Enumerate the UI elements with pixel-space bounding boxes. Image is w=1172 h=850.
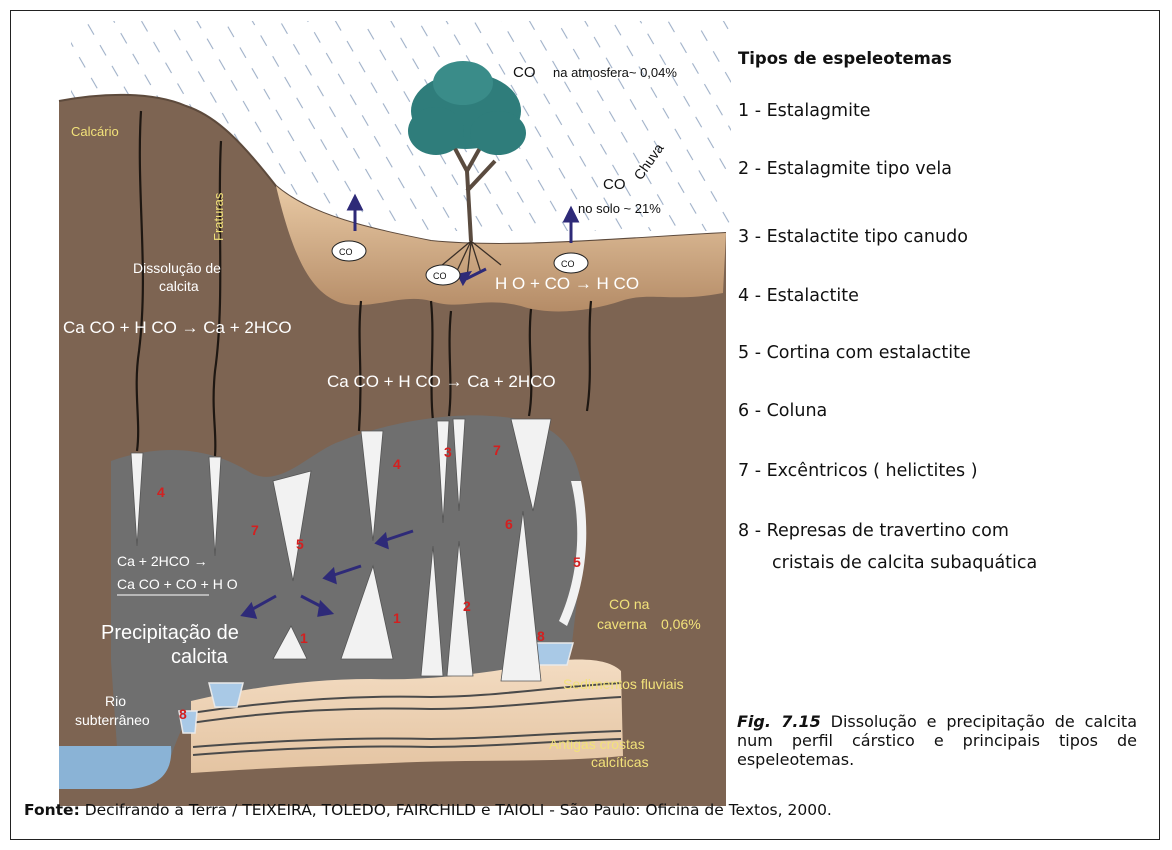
legend-item-8: 8 - Represas de travertino com xyxy=(738,519,1009,543)
legend-item-2: 2 - Estalagmite tipo vela xyxy=(738,157,952,181)
legend-item-4: 4 - Estalactite xyxy=(738,284,859,308)
precipitacao-label-2: calcita xyxy=(171,646,229,668)
legend-item-8-continuation: cristais de calcita subaquática xyxy=(772,553,1037,573)
co2-atmosphere-rest: na atmosfera~ 0,04% xyxy=(553,65,677,80)
dissolucao-label-2: calcita xyxy=(159,278,199,294)
co2-soil-rest: no solo ~ 21% xyxy=(578,201,661,216)
co2-bubble-2: CO xyxy=(433,271,447,281)
marker-2: 2 xyxy=(463,598,471,614)
marker-3: 3 xyxy=(444,444,452,460)
marker-8b: 8 xyxy=(537,628,545,644)
co2-soil-label: CO xyxy=(603,176,626,193)
dissolucao-label-1: Dissolução de xyxy=(133,260,221,276)
precipitation-equation-1: Ca + 2HCO → xyxy=(117,553,208,569)
precipitacao-label-1: Precipitação de xyxy=(101,622,239,644)
marker-7b: 7 xyxy=(493,442,501,458)
source-text: Decifrando a Terra / TEIXEIRA, TOLEDO, F… xyxy=(85,801,832,819)
legend-item-3: 3 - Estalactite tipo canudo xyxy=(738,225,968,249)
dissolution-equation-mid: Ca CO + H CO → Ca + 2HCO xyxy=(327,372,556,391)
antigas-crostas-label-2: calcíticas xyxy=(591,754,649,770)
legend-title: Tipos de espeleotemas xyxy=(738,49,952,68)
rio-label-1: Rio xyxy=(105,693,126,709)
marker-1: 1 xyxy=(300,630,308,646)
co2-caverna-label-2: caverna xyxy=(597,616,647,632)
marker-5a: 5 xyxy=(296,536,304,552)
dissolution-equation-left: Ca CO + H CO → Ca + 2HCO xyxy=(63,318,292,337)
marker-1b: 1 xyxy=(393,610,401,626)
figure-number: Fig. 7.15 xyxy=(737,712,821,731)
precipitation-equation-2: Ca CO + CO + H O xyxy=(117,576,238,592)
antigas-crostas-label-1: Antigas crostas xyxy=(549,736,645,752)
calcario-label: Calcário xyxy=(71,124,119,139)
fraturas-label: Fraturas xyxy=(211,192,226,241)
co2-caverna-percent: 0,06% xyxy=(661,616,701,632)
marker-4a: 4 xyxy=(157,484,165,500)
co2-bubble-3: CO xyxy=(561,259,575,269)
marker-4b: 4 xyxy=(393,456,401,472)
legend-item-5: 5 - Cortina com estalactite xyxy=(738,341,971,365)
figure-caption: Fig. 7.15 Dissolução e precipitação de c… xyxy=(737,712,1137,769)
co2-caverna-label-1: CO na xyxy=(609,596,650,612)
co2-atmosphere-label: CO xyxy=(513,64,536,81)
rio-label-2: subterrâneo xyxy=(75,712,150,728)
co2-bubble-1: CO xyxy=(339,247,353,257)
marker-8a: 8 xyxy=(179,706,187,722)
marker-7a: 7 xyxy=(251,522,259,538)
legend-item-7: 7 - Excêntricos ( helictites ) xyxy=(738,459,978,483)
source-line: Fonte: Decifrando a Terra / TEIXEIRA, TO… xyxy=(24,801,832,819)
source-label: Fonte: xyxy=(24,801,80,819)
legend-item-6: 6 - Coluna xyxy=(738,399,827,423)
travertine-pool-left xyxy=(209,683,243,707)
marker-5b: 5 xyxy=(573,554,581,570)
sedimentos-label: Sedimentos fluviais xyxy=(563,676,684,692)
marker-6: 6 xyxy=(505,516,513,532)
soil-equation: H O + CO → H CO xyxy=(495,274,639,293)
legend-item-1: 1 - Estalagmite xyxy=(738,99,871,123)
